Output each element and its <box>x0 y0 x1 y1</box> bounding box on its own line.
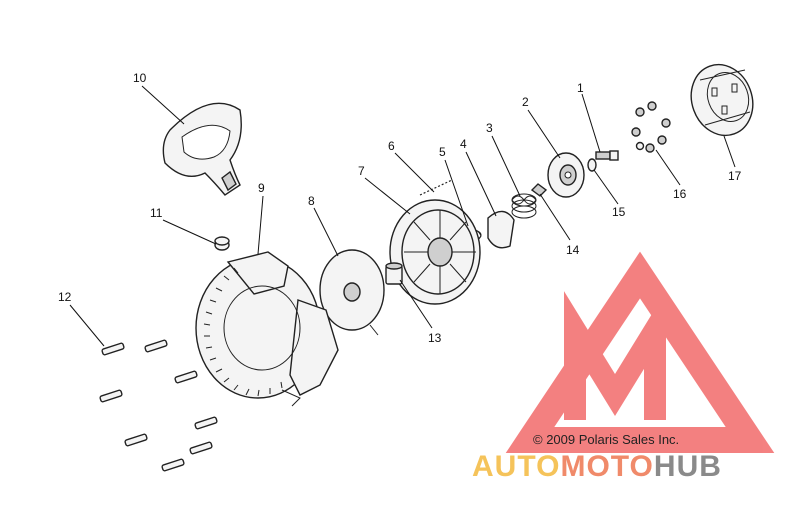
callout-7: 7 <box>358 164 365 178</box>
part-7-reel <box>389 199 481 305</box>
callout-labels: 1 2 3 4 5 6 7 8 9 10 11 12 13 14 15 16 1… <box>58 71 742 345</box>
brand-moto: MOTO <box>560 450 653 483</box>
watermark-logo <box>505 251 775 453</box>
callout-16: 16 <box>673 187 687 201</box>
callout-3: 3 <box>486 121 493 135</box>
callout-6: 6 <box>388 139 395 153</box>
callout-12: 12 <box>58 290 72 304</box>
part-13-bushing <box>385 262 403 285</box>
part-15-washer <box>587 158 597 172</box>
part-16-bolts <box>631 101 671 153</box>
callout-17: 17 <box>728 169 742 183</box>
callout-5: 5 <box>439 145 446 159</box>
part-14-clip <box>530 183 548 197</box>
brand-hub: HUB <box>654 450 722 483</box>
part-12-screws <box>99 339 218 472</box>
part-2-drive-plate <box>547 152 585 198</box>
brand-watermark: AUTOMOTOHUB <box>472 450 722 483</box>
brand-auto: AUTO <box>472 450 560 483</box>
part-3-spring <box>511 193 537 219</box>
part-6-rope <box>419 179 453 196</box>
part-10-handle <box>162 102 242 196</box>
part-1-bolt <box>595 150 619 161</box>
callout-10: 10 <box>133 71 147 85</box>
callout-15: 15 <box>612 205 626 219</box>
callout-4: 4 <box>460 137 467 151</box>
callout-11: 11 <box>150 206 163 220</box>
part-8-recoil-spring <box>319 249 385 336</box>
part-17-starter-cup <box>690 63 754 137</box>
leader-lines <box>69 85 736 347</box>
part-9-housing <box>195 251 339 407</box>
copyright-text: © 2009 Polaris Sales Inc. <box>533 432 679 447</box>
callout-8: 8 <box>308 194 315 208</box>
part-11-grommet <box>214 236 230 251</box>
callout-9: 9 <box>258 181 265 195</box>
callout-1: 1 <box>577 81 584 95</box>
callout-14: 14 <box>566 243 580 257</box>
callout-2: 2 <box>522 95 529 109</box>
part-4-pawl <box>487 210 515 249</box>
callout-13: 13 <box>428 331 442 345</box>
